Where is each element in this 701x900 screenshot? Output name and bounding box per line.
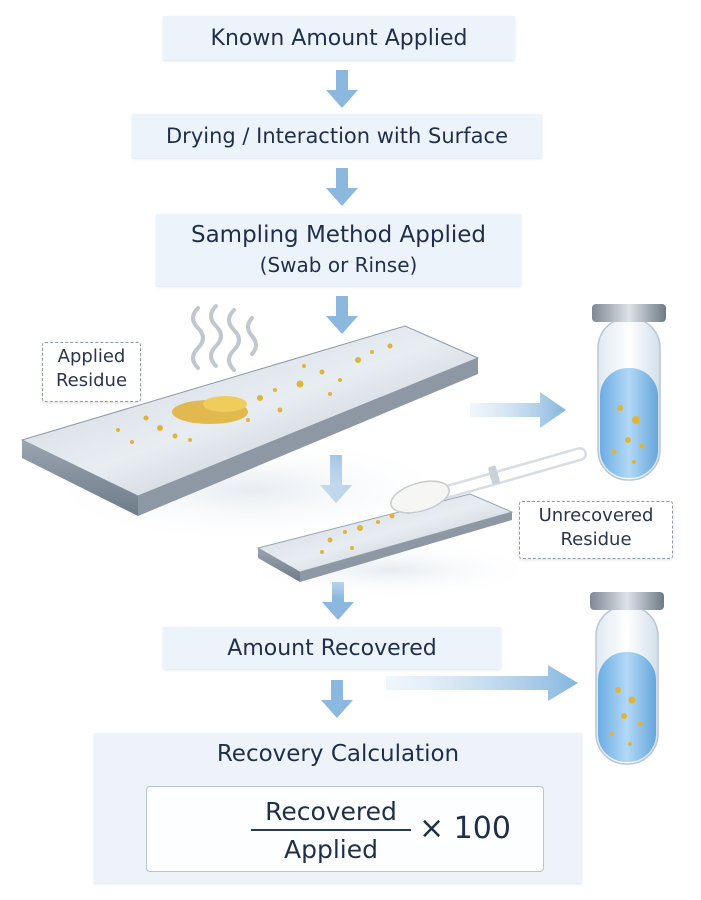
residue-particles [116, 343, 393, 444]
right-arrow-icon [386, 665, 578, 701]
test-tube-icon [590, 592, 664, 765]
label-line: Residue [55, 370, 128, 391]
down-arrow-icon [321, 680, 353, 718]
down-arrow-icon [322, 582, 354, 620]
step-label: Amount Recovered [227, 635, 437, 661]
steel-coupon-icon [20, 325, 480, 516]
step-sublabel: (Swab or Rinse) [259, 253, 418, 277]
test-tube-icon [592, 304, 666, 481]
unrecovered-residue-label: Unrecovered Residue [519, 501, 673, 559]
multiplier: × 100 [419, 811, 511, 846]
numerator: Recovered [265, 797, 397, 826]
down-arrow-icon [326, 70, 358, 108]
down-arrow-icon [326, 168, 358, 206]
right-arrow-icon [470, 392, 566, 428]
label-line: Residue [560, 529, 632, 550]
step-known-amount-applied: Known Amount Applied [163, 16, 515, 60]
recovery-calculation-panel: Recovery Calculation Recovered Applied ×… [94, 733, 582, 883]
step-amount-recovered: Amount Recovered [163, 627, 501, 669]
applied-residue-label: Applied Residue [42, 342, 141, 402]
label-line: Unrecovered [538, 505, 654, 526]
swab-icon [390, 447, 587, 514]
formula-box: Recovered Applied × 100 [146, 786, 544, 872]
calculation-title: Recovery Calculation [216, 741, 460, 767]
down-arrow-icon [326, 296, 358, 334]
step-label: Sampling Method Applied [190, 222, 486, 248]
step-label: Known Amount Applied [210, 25, 468, 51]
vapor-icon [191, 304, 258, 372]
denominator: Applied [284, 835, 378, 864]
step-label: Drying / Interaction with Surface [166, 124, 508, 148]
residue-particles [320, 510, 410, 554]
label-line: Applied [57, 346, 126, 367]
step-sampling-method: Sampling Method Applied (Swab or Rinse) [156, 214, 521, 286]
step-drying-interaction: Drying / Interaction with Surface [132, 114, 542, 158]
fraction: Recovered Applied [251, 797, 411, 864]
fraction-bar [251, 829, 411, 831]
